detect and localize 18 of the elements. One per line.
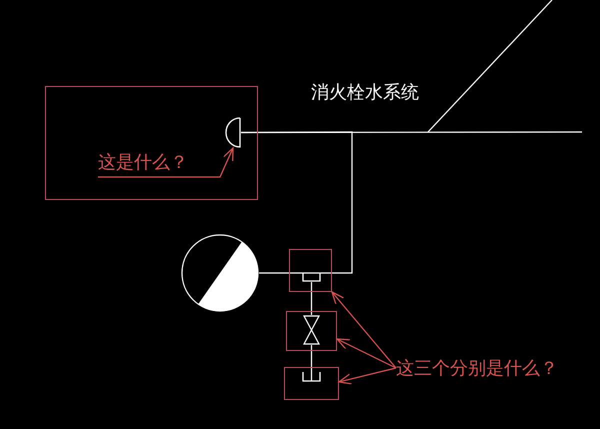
question-text: 这三个分别是什么？ — [396, 356, 586, 382]
leader-arrow — [338, 367, 396, 385]
pipe-line — [241, 131, 353, 274]
question-text: 这是什么？ — [98, 150, 220, 177]
leader-arrow — [98, 147, 234, 178]
half-filled-circle-symbol — [181, 234, 259, 312]
valve-symbol — [303, 315, 320, 345]
leader-arrow — [331, 291, 396, 368]
outline-box — [45, 86, 258, 200]
bracket-symbol — [302, 372, 321, 382]
outline-box — [289, 249, 332, 292]
system-label: 消火栓水系统 — [311, 81, 419, 105]
outline-box — [284, 367, 339, 400]
pipe-line — [310, 282, 312, 315]
bracket-symbol — [302, 273, 321, 282]
outline-box — [286, 311, 337, 351]
pipe-line — [310, 345, 312, 381]
leader-arrow — [336, 338, 396, 369]
